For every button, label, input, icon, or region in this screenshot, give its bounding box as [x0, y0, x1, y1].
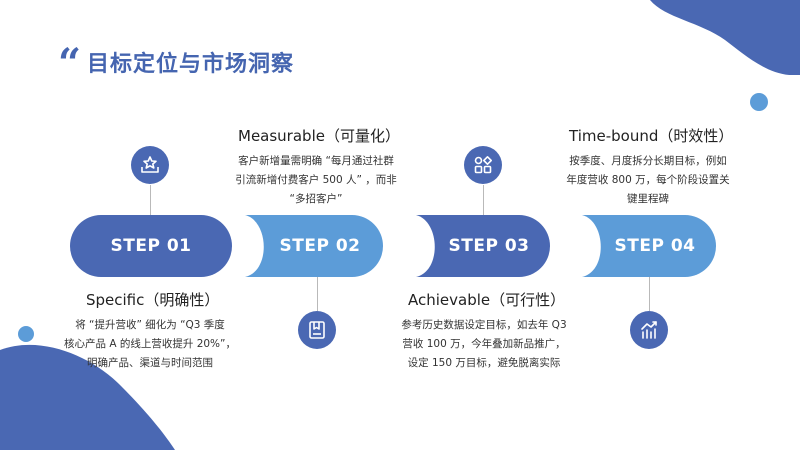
- step-01-desc-line-3: 明确产品、渠道与时间范围: [87, 357, 213, 369]
- step-02-desc-line-1: 客户新增量需明确 “每月通过社群: [238, 155, 394, 167]
- step-02-desc-line-3: “多招客户”: [289, 193, 343, 205]
- step-01-label: STEP 01: [110, 236, 192, 256]
- chart-up-icon: [630, 311, 668, 349]
- connector-step-01: [150, 185, 151, 215]
- step-02-description: 客户新增量需明确 “每月通过社群 引流新增付费客户 500 人” ，而非 “多招…: [218, 152, 414, 209]
- dot-bottom-left: [18, 326, 34, 342]
- step-03-heading: Achievable（可行性）: [408, 291, 566, 309]
- step-02-desc-line-2: 引流新增付费客户 500 人” ，而非: [235, 174, 397, 186]
- step-03-pill: STEP 03: [416, 215, 550, 277]
- book-icon: [298, 311, 336, 349]
- grid-shapes-icon: [464, 146, 502, 184]
- step-01-desc-line-2: 核心产品 A 的线上营收提升 20%”，: [64, 338, 236, 350]
- step-02-pill: STEP 02: [245, 215, 383, 277]
- step-04-desc-line-2: 年度营收 800 万，每个阶段设置关: [566, 174, 730, 186]
- step-04-desc-line-3: 键里程碑: [627, 193, 669, 205]
- step-01-description: 将 “提升营收” 细化为 “Q3 季度 核心产品 A 的线上营收提升 20%”，…: [52, 316, 248, 373]
- step-02-heading: Measurable（可量化）: [238, 127, 400, 145]
- star-hand-icon: [131, 146, 169, 184]
- step-04-heading: Time-bound（时效性）: [569, 127, 734, 145]
- step-01-heading: Specific（明确性）: [86, 291, 220, 309]
- step-02-label: STEP 02: [279, 236, 361, 256]
- step-01-pill: STEP 01: [70, 215, 232, 277]
- dot-top-right: [750, 93, 768, 111]
- step-04-label: STEP 04: [614, 236, 696, 256]
- step-04-description: 按季度、月度拆分长期目标，例如 年度营收 800 万，每个阶段设置关 键里程碑: [550, 152, 746, 209]
- step-03-label: STEP 03: [448, 236, 530, 256]
- bottom-left-blob: [0, 344, 175, 450]
- page-title: 目标定位与市场洞察: [87, 52, 295, 77]
- step-03-description: 参考历史数据设定目标，如去年 Q3 营收 100 万，今年叠加新品推广， 设定 …: [386, 316, 582, 373]
- step-04-desc-line-1: 按季度、月度拆分长期目标，例如: [569, 155, 727, 167]
- top-right-blob: [650, 0, 800, 75]
- step-03-desc-line-2: 营收 100 万，今年叠加新品推广，: [402, 338, 566, 350]
- step-03-desc-line-3: 设定 150 万目标，避免脱离实际: [407, 357, 561, 369]
- title-block: “ 目标定位与市场洞察: [58, 40, 295, 87]
- step-04-pill: STEP 04: [582, 215, 716, 277]
- step-01-desc-line-1: 将 “提升营收” 细化为 “Q3 季度: [75, 319, 225, 331]
- quote-mark-icon: “: [58, 40, 82, 87]
- connector-step-04: [649, 277, 650, 311]
- connector-step-03: [483, 185, 484, 215]
- step-03-desc-line-1: 参考历史数据设定目标，如去年 Q3: [401, 319, 567, 331]
- connector-step-02: [317, 277, 318, 311]
